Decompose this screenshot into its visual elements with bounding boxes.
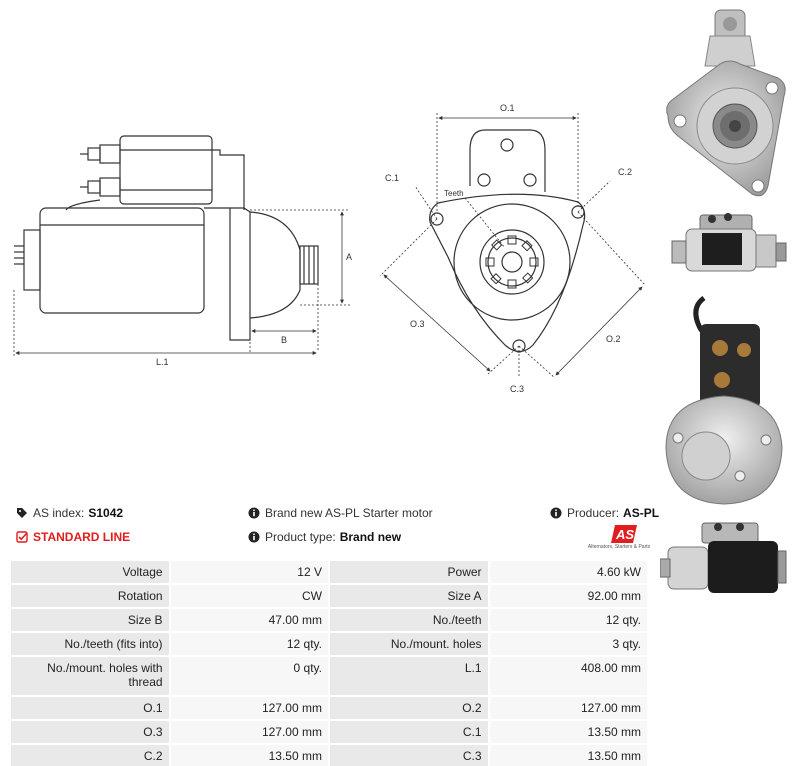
- spec-label: C.3: [329, 745, 488, 766]
- spec-value: 127.00 mm: [489, 697, 647, 719]
- front-view-dimensions: [379, 113, 646, 379]
- spec-value: 3 qty.: [489, 633, 647, 655]
- spec-value: 13.50 mm: [489, 745, 647, 766]
- logo-tagline: Alternators, Starters & Parts: [587, 544, 651, 550]
- spec-row: No./teeth (fits into)12 qty.No./mount. h…: [11, 633, 647, 655]
- spec-value: 12 qty.: [489, 609, 647, 631]
- spec-value: 12 V: [170, 561, 328, 583]
- dim-c3-label: C.3: [510, 384, 524, 394]
- product-description: Brand new AS-PL Starter motor: [248, 503, 433, 523]
- spec-value: 47.00 mm: [170, 609, 328, 631]
- spec-label: L.1: [329, 657, 488, 695]
- spec-label: Size A: [329, 585, 488, 607]
- product-photo-side-2: [660, 522, 787, 593]
- as-index-value: S1042: [88, 506, 124, 520]
- spec-value: CW: [170, 585, 328, 607]
- info-icon: [248, 507, 260, 519]
- spec-label: O.1: [11, 697, 169, 719]
- checkbox-checked-icon: [16, 531, 28, 543]
- spec-label: No./mount. holes: [329, 633, 488, 655]
- dim-b-label: B: [281, 335, 287, 345]
- spec-value: 13.50 mm: [170, 745, 328, 766]
- spec-value: 408.00 mm: [489, 657, 647, 695]
- info-row-2: STANDARD LINE Product type: Brand new: [14, 527, 648, 547]
- producer: Producer: AS-PL: [550, 503, 659, 523]
- product-line-label: STANDARD LINE: [33, 530, 131, 544]
- spec-label: No./teeth: [329, 609, 488, 631]
- dim-o3-label: O.3: [410, 319, 425, 329]
- product-type-label: Product type:: [265, 530, 336, 544]
- spec-value: 13.50 mm: [489, 721, 647, 743]
- as-index: AS index: S1042: [16, 503, 123, 523]
- spec-label: Size B: [11, 609, 169, 631]
- spec-label: Rotation: [11, 585, 169, 607]
- spec-value: 127.00 mm: [170, 697, 328, 719]
- spec-value: 4.60 kW: [489, 561, 647, 583]
- dim-o2-label: O.2: [606, 334, 621, 344]
- spec-label: No./teeth (fits into): [11, 633, 169, 655]
- product-photo-front: [666, 9, 786, 197]
- dim-o1-label: O.1: [500, 103, 515, 113]
- spec-label: O.3: [11, 721, 169, 743]
- info-icon: [550, 507, 562, 519]
- product-description-text: Brand new AS-PL Starter motor: [265, 506, 433, 520]
- info-icon: [248, 531, 260, 543]
- producer-value: AS-PL: [623, 506, 660, 520]
- product-type-value: Brand new: [339, 530, 402, 544]
- as-pl-logo: AS: [611, 525, 637, 543]
- spec-label: No./mount. holes with thread: [11, 657, 169, 695]
- spec-label: O.2: [329, 697, 488, 719]
- as-index-label: AS index:: [33, 506, 85, 520]
- spec-value: 92.00 mm: [489, 585, 647, 607]
- product-type: Product type: Brand new: [248, 527, 401, 547]
- pinion-teeth: [485, 235, 539, 289]
- tag-icon: [17, 508, 27, 518]
- dim-c2-label: C.2: [618, 167, 632, 177]
- front-view-drawing: [429, 129, 586, 353]
- logo-mark: AS: [615, 527, 634, 542]
- dim-c1-label: C.1: [385, 173, 399, 183]
- product-photo-side: [671, 213, 787, 272]
- spec-label: C.2: [11, 745, 169, 766]
- spec-value: 0 qty.: [170, 657, 328, 695]
- side-view-dimensions: [13, 209, 350, 357]
- info-row-1: AS index: S1042 Brand new AS-PL Starter …: [14, 503, 659, 523]
- spec-value: 127.00 mm: [170, 721, 328, 743]
- product-line: STANDARD LINE: [16, 527, 130, 547]
- spec-value: 12 qty.: [170, 633, 328, 655]
- dim-a-label: A: [346, 252, 352, 262]
- product-photo-rear: [665, 295, 783, 505]
- dim-l1-label: L.1: [156, 357, 169, 367]
- spec-label: C.1: [329, 721, 488, 743]
- producer-label: Producer:: [567, 506, 620, 520]
- technical-drawings: A B L.1: [13, 103, 646, 394]
- spec-label: Power: [329, 561, 488, 583]
- side-view-drawing: [14, 135, 319, 341]
- teeth-label: Teeth: [444, 189, 464, 198]
- spec-label: Voltage: [11, 561, 169, 583]
